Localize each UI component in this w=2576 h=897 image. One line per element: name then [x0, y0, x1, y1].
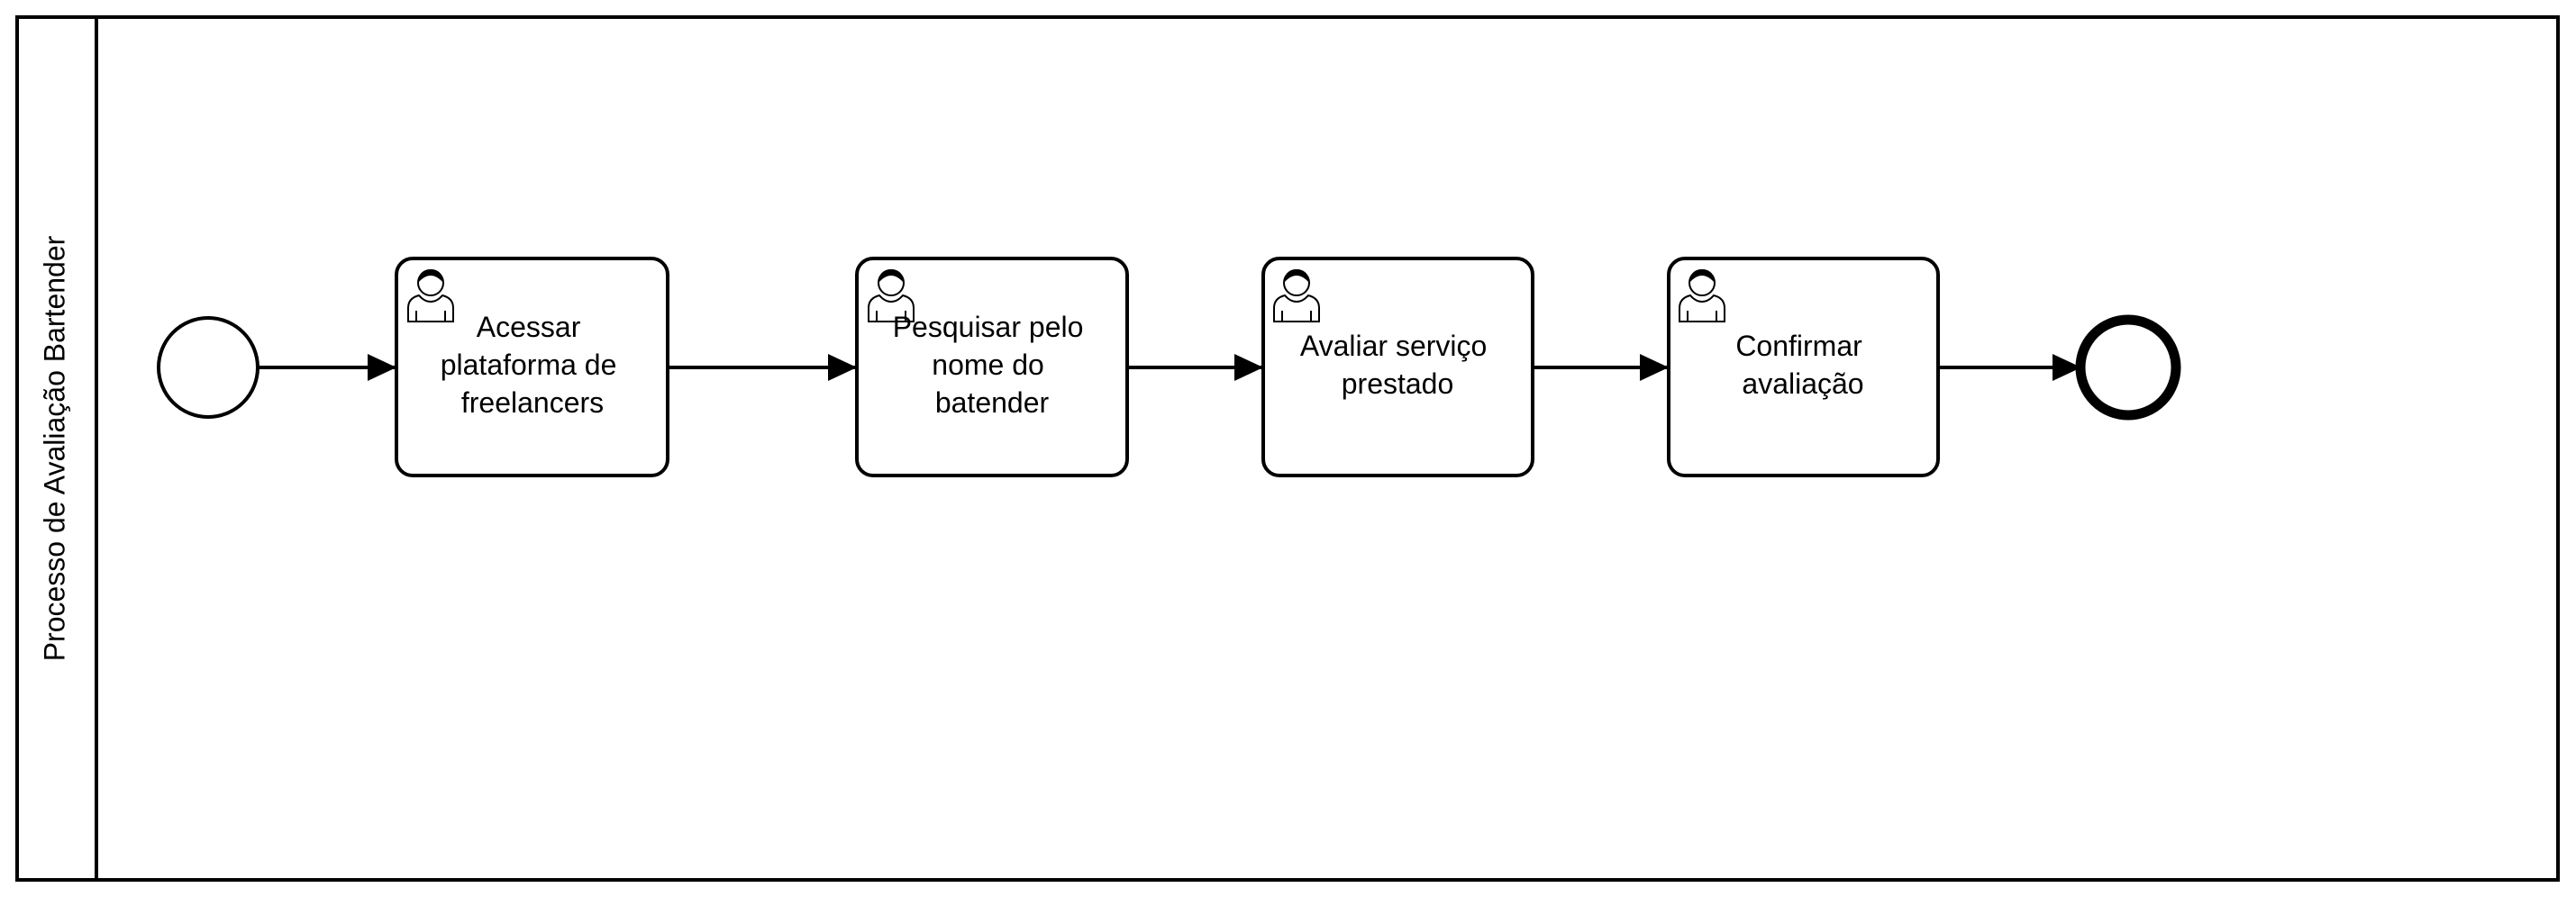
task-label: Acessar plataforma de freelancers — [441, 311, 625, 419]
user-icon — [868, 269, 915, 322]
arrowhead — [1640, 354, 1669, 381]
start-event[interactable] — [157, 316, 259, 419]
task-pesquisar-bartender[interactable]: Pesquisar pelo nome do batender — [855, 257, 1129, 477]
task-label-line: nome do — [932, 349, 1044, 381]
task-label-line: freelancers — [461, 386, 604, 419]
task-acessar-plataforma[interactable]: Acessar plataforma de freelancers — [395, 257, 669, 477]
arrowhead — [2053, 354, 2081, 381]
task-label: Avaliar serviço prestado — [1300, 330, 1495, 400]
task-label-line: prestado — [1342, 367, 1454, 400]
task-label-line: Acessar — [477, 311, 581, 343]
task-label-line: Confirmar — [1735, 330, 1862, 362]
task-label-line: Pesquisar pelo — [893, 311, 1084, 343]
user-icon — [1273, 269, 1320, 322]
task-label: Pesquisar pelo nome do batender — [893, 311, 1092, 419]
task-label-line: Avaliar serviço — [1300, 330, 1487, 362]
task-label-line: batender — [935, 386, 1050, 419]
task-avaliar-servico[interactable]: Avaliar serviço prestado — [1261, 257, 1534, 477]
arrowhead — [828, 354, 857, 381]
sequence-flows — [259, 354, 2081, 381]
user-icon — [407, 269, 454, 322]
task-confirmar-avaliacao[interactable]: Confirmar avaliação — [1667, 257, 1940, 477]
user-icon — [1679, 269, 1725, 322]
task-label: Confirmar avaliação — [1735, 330, 1870, 400]
task-box — [1667, 257, 1940, 477]
end-event[interactable] — [2075, 314, 2181, 421]
task-box — [395, 257, 669, 477]
task-label-line: plataforma de — [441, 349, 617, 381]
task-label-line: avaliação — [1742, 367, 1863, 400]
arrowhead — [1234, 354, 1263, 381]
task-box — [1261, 257, 1534, 477]
pool-label: Processo de Avaliação Bartender — [38, 235, 70, 661]
task-box — [855, 257, 1129, 477]
arrowhead — [368, 354, 396, 381]
